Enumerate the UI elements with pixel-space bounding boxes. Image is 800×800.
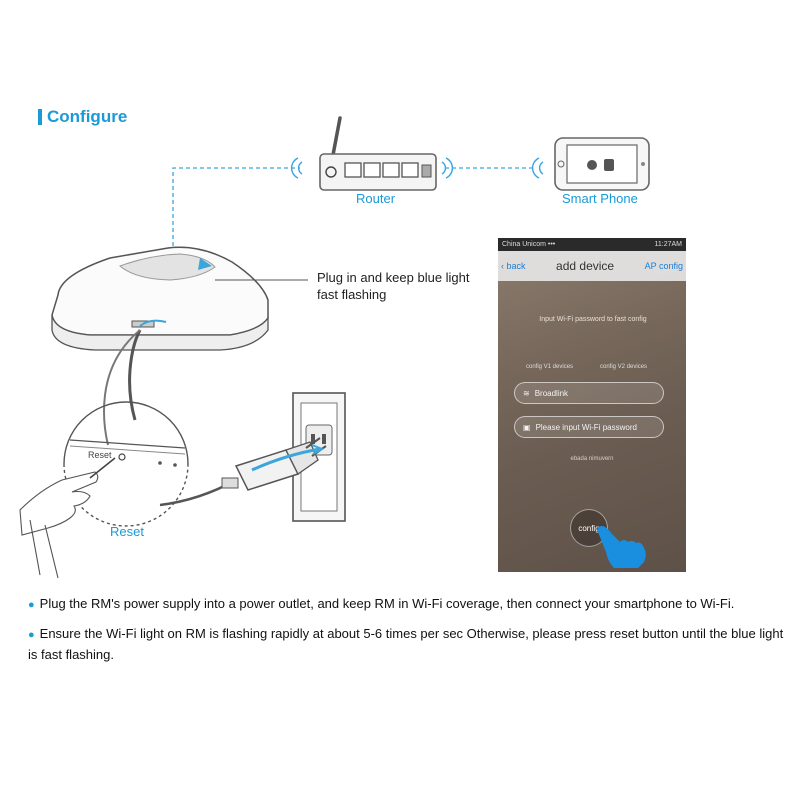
note-1: ● Plug the RM's power supply into a power… <box>28 594 788 615</box>
connection-lines <box>172 167 535 260</box>
wifi-name-field[interactable]: ≋ Broadlink <box>514 382 664 404</box>
tab-config-v1[interactable]: config V1 devices <box>526 364 574 370</box>
rm-to-router-line <box>172 167 300 260</box>
lock-icon: ▣ <box>523 422 531 432</box>
status-time: 11:27AM <box>654 241 683 248</box>
router-label: Router <box>356 191 396 206</box>
title-bar <box>38 109 42 125</box>
note-2: ●Ensure the Wi-Fi light on RM is flashin… <box>28 624 788 665</box>
setup-diagram: Reset <box>19 116 650 579</box>
password-placeholder: Please input Wi-Fi password <box>535 422 637 432</box>
ap-config-link[interactable]: AP config <box>644 261 683 271</box>
note-2-text: Ensure the Wi-Fi light on RM is flashing… <box>28 626 784 662</box>
reset-button-label: Reset <box>88 450 112 460</box>
tab-config-v2[interactable]: config V2 devices <box>600 364 648 370</box>
wifi-signal-icon <box>290 157 544 179</box>
phone-status-bar: China Unicom ••• 11:27AM <box>498 238 686 251</box>
bullet-icon: ● <box>28 629 35 641</box>
wifi-icon: ≋ <box>523 388 530 398</box>
screen-title: add device <box>556 259 615 273</box>
reset-zoom-circle: Reset <box>63 401 189 527</box>
title-text: Configure <box>47 107 128 126</box>
phone-screenshot: China Unicom ••• 11:27AM ‹ back add devi… <box>498 238 686 572</box>
router-icon <box>319 116 437 191</box>
smart-phone-label: Smart Phone <box>562 191 638 206</box>
small-link[interactable]: ebada nimuvern <box>570 456 614 462</box>
wifi-name-value: Broadlink <box>534 388 569 398</box>
section-title: Configure <box>38 107 127 127</box>
rm-device-icon <box>51 246 269 351</box>
back-label: back <box>506 261 526 271</box>
status-carrier: China Unicom ••• <box>502 241 556 248</box>
reset-label: Reset <box>110 524 144 539</box>
wifi-hint: Input Wi-Fi password to fast config <box>539 316 647 323</box>
smartphone-icon <box>554 137 650 191</box>
plug-in-instruction: Plug in and keep blue light fast flashin… <box>317 270 470 302</box>
wifi-password-field[interactable]: ▣ Please input Wi-Fi password <box>514 416 664 438</box>
hand-icon <box>19 457 116 579</box>
power-adapter-icon <box>159 437 327 507</box>
back-button[interactable]: ‹ back <box>501 261 526 271</box>
note-1-text: Plug the RM's power supply into a power … <box>39 596 735 611</box>
bullet-icon: ● <box>28 599 35 611</box>
hand-pointer-icon <box>597 526 646 568</box>
phone-nav-bar: ‹ back add device AP config <box>498 251 686 281</box>
